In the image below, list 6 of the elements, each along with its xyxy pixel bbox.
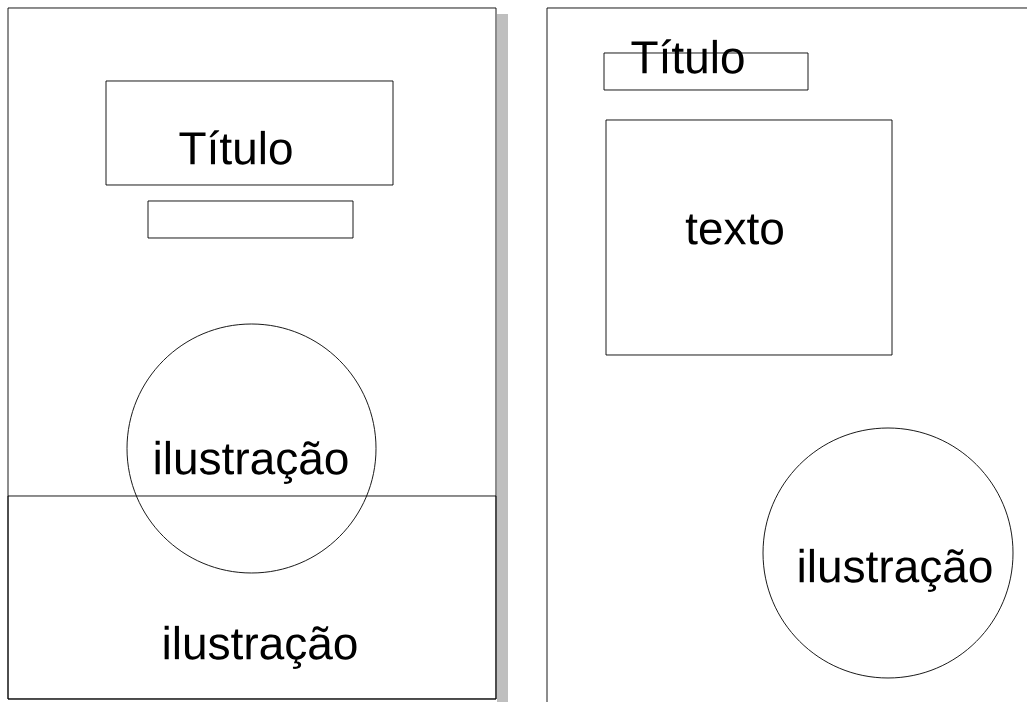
illustration-band: ilustração [7, 495, 497, 700]
text-box: texto [605, 119, 893, 356]
title-box: Título [105, 80, 394, 186]
title-box: Título [603, 39, 809, 91]
placeholder-box [147, 200, 354, 239]
page-outline [546, 7, 1027, 702]
